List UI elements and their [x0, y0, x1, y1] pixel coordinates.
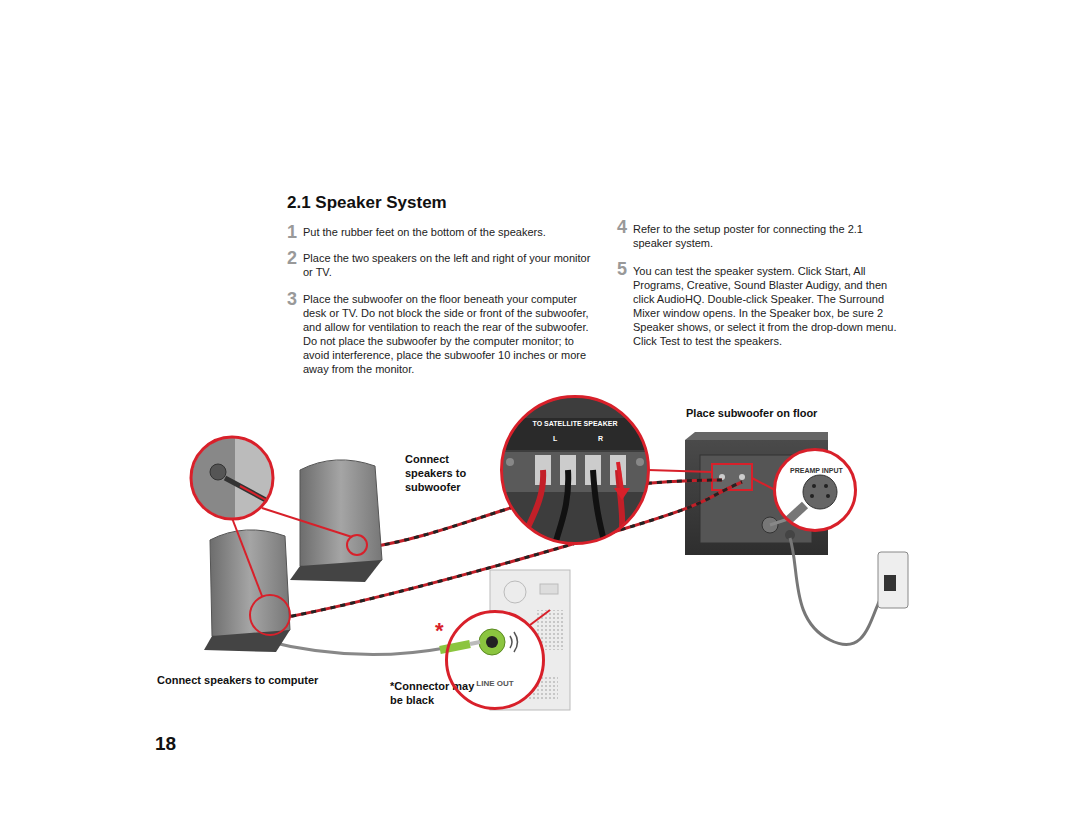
step-number: 4: [617, 217, 627, 238]
step-number: 2: [287, 248, 297, 269]
asterisk-mark: *: [435, 618, 444, 644]
step-text: Put the rubber feet on the bottom of the…: [303, 225, 603, 239]
callout-label: Connect speakers to subwoofer: [405, 452, 480, 494]
page-title: 2.1 Speaker System: [287, 193, 447, 213]
step-number: 5: [617, 259, 627, 280]
callout-circle: LINE OUT: [445, 610, 545, 710]
callout-circle: TO SATELLITE SPEAKER L R: [500, 395, 650, 545]
callout-label: Connect speakers to computer: [157, 673, 377, 687]
port-label: R: [598, 435, 603, 442]
left-speaker: [204, 530, 290, 652]
page-number: 18: [155, 733, 176, 755]
preamp-detail: [773, 448, 857, 532]
port-label: PREAMP INPUT: [790, 467, 843, 474]
callout-circle: PREAMP INPUT: [773, 448, 857, 532]
step-text: You can test the speaker system. Click S…: [633, 264, 908, 348]
port-label: LINE OUT: [476, 679, 513, 688]
port-label: L: [553, 435, 557, 442]
jack-detail: [190, 436, 275, 520]
terminal-detail: [500, 395, 650, 545]
step-text: Refer to the setup poster for connecting…: [633, 222, 863, 250]
lineout-detail: [440, 612, 543, 708]
step-text: Place the subwoofer on the floor beneath…: [303, 292, 603, 376]
step-number: 1: [287, 222, 297, 243]
port-label: TO SATELLITE SPEAKER: [533, 420, 618, 427]
step-text: Place the two speakers on the left and r…: [303, 251, 593, 279]
callout-label: *Connector may be black: [390, 679, 480, 707]
wall-outlet: [878, 552, 908, 608]
callout-label: Place subwoofer on floor: [686, 406, 866, 420]
step-number: 3: [287, 289, 297, 310]
